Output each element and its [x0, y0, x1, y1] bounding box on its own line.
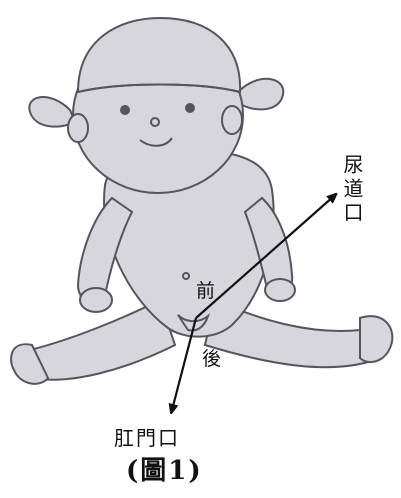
figure-caption: (圖1)	[126, 458, 203, 484]
urethra-label: 尿道口	[342, 154, 362, 226]
left-ear	[68, 114, 88, 142]
right-eye	[186, 104, 194, 112]
child-body	[11, 18, 392, 384]
back-label: 後	[202, 350, 221, 369]
right-pigtail	[238, 79, 283, 110]
right-ear	[222, 106, 242, 134]
hat	[78, 18, 240, 92]
right-foot	[360, 316, 392, 362]
front-label: 前	[196, 282, 215, 301]
left-hand	[80, 288, 112, 312]
right-hand	[265, 279, 295, 301]
left-eye	[121, 106, 129, 114]
anus-label: 肛門口	[114, 428, 180, 448]
